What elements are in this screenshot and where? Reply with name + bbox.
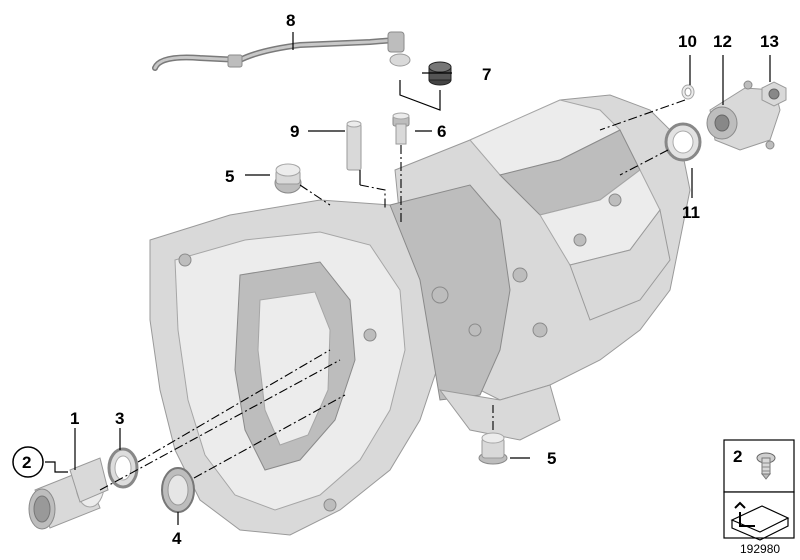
part-11-shaft-seal <box>664 122 702 162</box>
part-5-plug-lower <box>478 432 508 465</box>
part-10-seal-ring <box>681 84 695 100</box>
part-5-plug-upper <box>274 163 302 194</box>
callout-9: 9 <box>290 122 299 141</box>
part-1-guide-tube <box>28 457 109 530</box>
callout-2-circle <box>12 446 44 478</box>
inset-box: 2 <box>723 439 795 541</box>
callout-6: 6 <box>437 122 446 141</box>
callout-12: 12 <box>713 32 732 51</box>
callout-11: 11 <box>682 203 700 222</box>
screw-icon <box>756 452 776 480</box>
callout-5-lower: 5 <box>547 449 556 468</box>
callout-2-inset: 2 <box>733 447 742 466</box>
callout-10: 10 <box>678 32 697 51</box>
callout-2-circled: 2 <box>22 453 31 472</box>
callout-4: 4 <box>172 529 182 548</box>
callout-8: 8 <box>286 11 295 30</box>
gearbox-housing <box>149 94 691 536</box>
callout-3: 3 <box>115 409 124 428</box>
leader-lines <box>45 32 771 525</box>
part-6-vent-valve <box>392 112 410 145</box>
part-3-seal-ring <box>107 447 139 489</box>
assembly-lines <box>99 99 686 491</box>
part-4-shaft-seal <box>161 467 195 513</box>
part-8-breather-hose <box>152 31 411 71</box>
callout-7: 7 <box>482 65 491 84</box>
part-12-output-flange <box>706 80 781 151</box>
callout-1: 1 <box>70 409 79 428</box>
arrow-wedge-icon <box>730 501 790 541</box>
callouts: 8 7 6 9 5 5 10 12 13 11 1 3 4 2 <box>12 11 779 548</box>
document-id: 192980 <box>740 542 780 556</box>
part-13-nut <box>761 81 787 107</box>
callout-5-upper: 5 <box>225 167 234 186</box>
callout-13: 13 <box>760 32 779 51</box>
part-9-dowel-pin <box>346 120 362 171</box>
